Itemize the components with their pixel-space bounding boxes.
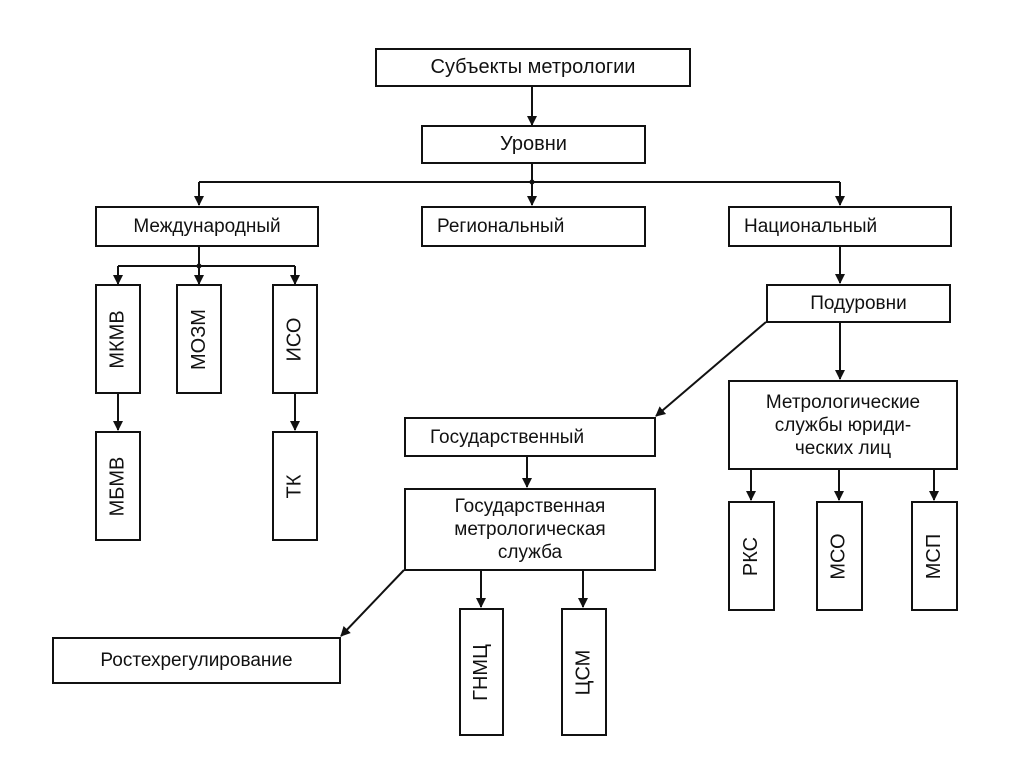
node-csm: ЦСМ bbox=[561, 608, 607, 736]
node-rks: РКС bbox=[728, 501, 775, 611]
node-national-label: Национальный bbox=[744, 216, 878, 237]
node-state-service-line-2: метрологическая bbox=[454, 519, 606, 540]
node-gnmc-label: ГНМЦ bbox=[470, 643, 493, 701]
node-mkmv: МКМВ bbox=[95, 284, 141, 394]
arrow-state bbox=[655, 321, 767, 417]
node-rostekh-label: Ростехрегулирование bbox=[100, 650, 293, 671]
node-state-service: Государственная метрологическая служба bbox=[404, 488, 656, 571]
node-msp-label: МСП bbox=[923, 533, 946, 579]
node-gnmc: ГНМЦ bbox=[459, 608, 504, 736]
arrow-rostekh bbox=[340, 569, 405, 637]
node-sublevels-label: Подуровни bbox=[810, 293, 907, 314]
node-levels-label: Уровни bbox=[500, 133, 567, 155]
node-msp: МСП bbox=[911, 501, 958, 611]
node-legal-services-line-2: службы юриди- bbox=[774, 414, 912, 436]
node-mbmv-label: МБМВ bbox=[106, 456, 129, 516]
node-rostekh: Ростехрегулирование bbox=[52, 637, 341, 684]
node-tk: ТК bbox=[272, 431, 318, 541]
node-rks-label: РКС bbox=[740, 536, 762, 576]
node-csm-label: ЦСМ bbox=[572, 649, 595, 695]
node-state: Государственный bbox=[404, 417, 656, 457]
node-subjects-label: Субъекты метрологии bbox=[430, 56, 636, 78]
node-mkmv-label: МКМВ bbox=[106, 309, 129, 369]
node-tk-label: ТК bbox=[283, 474, 306, 498]
node-iso: ИСО bbox=[272, 284, 318, 394]
node-national: Национальный bbox=[728, 206, 952, 247]
node-legal-services: Метрологические службы юриди- ческих лиц bbox=[728, 380, 958, 470]
node-legal-services-line-1: Метрологические bbox=[765, 391, 921, 413]
node-iso-label: ИСО bbox=[283, 317, 306, 361]
node-sublevels: Подуровни bbox=[766, 284, 951, 323]
node-mozm-label: МОЗМ bbox=[187, 308, 210, 370]
node-mso: МСО bbox=[816, 501, 863, 611]
node-mbmv: МБМВ bbox=[95, 431, 141, 541]
node-mozm: МОЗМ bbox=[176, 284, 222, 394]
node-state-service-line-3: служба bbox=[497, 542, 563, 563]
node-international: Международный bbox=[95, 206, 319, 247]
node-legal-services-line-3: ческих лиц bbox=[794, 437, 892, 459]
node-subjects: Субъекты метрологии bbox=[375, 48, 691, 87]
node-state-service-line-1: Государственная bbox=[454, 496, 606, 517]
node-regional-label: Региональный bbox=[437, 216, 565, 237]
node-levels: Уровни bbox=[421, 125, 646, 164]
node-international-label: Международный bbox=[133, 216, 281, 237]
node-state-label: Государственный bbox=[430, 426, 585, 448]
node-mso-label: МСО bbox=[828, 532, 851, 580]
node-regional: Региональный bbox=[421, 206, 646, 247]
